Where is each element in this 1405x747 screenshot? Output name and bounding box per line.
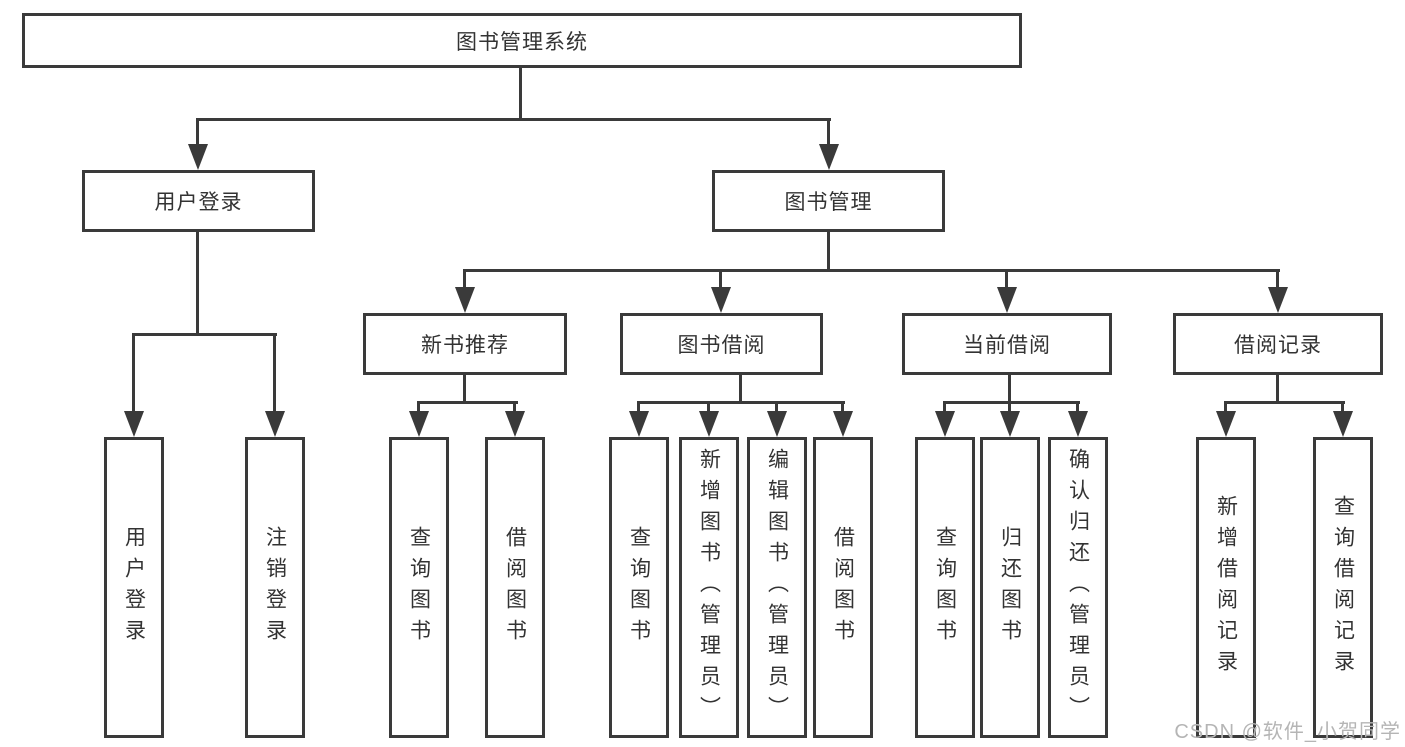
arrow-down-icon xyxy=(455,287,475,313)
connector-line xyxy=(1276,375,1279,404)
connector-line xyxy=(943,401,946,415)
leaf-borrow-books-bb: 借阅图书 xyxy=(813,437,873,738)
leaf-logout: 注销登录 xyxy=(245,437,305,738)
leaf-label: 用户登录 xyxy=(122,525,146,650)
connector-line xyxy=(1008,375,1011,404)
arrow-down-icon xyxy=(997,287,1017,313)
connector-line xyxy=(1276,269,1279,291)
leaf-label: 查询图书 xyxy=(627,525,651,650)
node-new-book-recommend: 新书推荐 xyxy=(363,313,567,375)
connector-line xyxy=(775,401,778,415)
connector-line xyxy=(196,232,199,336)
connector-line xyxy=(739,375,742,404)
connector-line xyxy=(417,401,518,404)
connector-line xyxy=(1224,401,1345,404)
node-user-login: 用户登录 xyxy=(82,170,315,232)
leaf-return-books: 归还图书 xyxy=(980,437,1040,738)
leaf-query-books-cb: 查询图书 xyxy=(915,437,975,738)
leaf-edit-books-admin: 编辑图书（管理员） xyxy=(747,437,807,738)
leaf-label: 查询图书 xyxy=(933,525,957,650)
leaf-label: 新增借阅记录 xyxy=(1214,494,1238,681)
leaf-query-books-bb: 查询图书 xyxy=(609,437,669,738)
arrow-down-icon xyxy=(767,411,787,437)
connector-line xyxy=(827,232,830,272)
node-label: 新书推荐 xyxy=(421,334,509,357)
leaf-query-borrow-record: 查询借阅记录 xyxy=(1313,437,1373,738)
arrow-down-icon xyxy=(1333,411,1353,437)
connector-line xyxy=(273,333,276,415)
connector-line xyxy=(841,401,844,415)
arrow-down-icon xyxy=(409,411,429,437)
arrow-down-icon xyxy=(1216,411,1236,437)
watermark: CSDN @软件_小贺同学 xyxy=(1174,721,1401,743)
arrow-down-icon xyxy=(711,287,731,313)
connector-line xyxy=(719,269,722,291)
connector-line xyxy=(513,401,516,415)
connector-line xyxy=(1005,269,1008,291)
node-label: 当前借阅 xyxy=(963,334,1051,357)
leaf-label: 查询借阅记录 xyxy=(1331,494,1355,681)
node-label: 借阅记录 xyxy=(1234,334,1322,357)
leaf-label: 借阅图书 xyxy=(831,525,855,650)
leaf-label: 注销登录 xyxy=(263,525,287,650)
leaf-label: 新增图书（管理员） xyxy=(697,448,721,727)
node-label: 图书借阅 xyxy=(677,334,766,357)
arrow-down-icon xyxy=(935,411,955,437)
leaf-add-books-admin: 新增图书（管理员） xyxy=(679,437,739,738)
leaf-label: 查询图书 xyxy=(407,525,431,650)
node-label: 图书管理系统 xyxy=(456,30,588,54)
leaf-user-login: 用户登录 xyxy=(104,437,164,738)
leaf-add-borrow-record: 新增借阅记录 xyxy=(1196,437,1256,738)
connector-line xyxy=(463,269,1280,272)
node-borrow-records: 借阅记录 xyxy=(1173,313,1383,375)
connector-line xyxy=(1076,401,1079,415)
connector-line xyxy=(1341,401,1344,415)
connector-line xyxy=(132,333,135,415)
node-current-borrow: 当前借阅 xyxy=(902,313,1112,375)
arrow-down-icon xyxy=(1000,411,1020,437)
connector-line xyxy=(943,401,1080,404)
arrow-down-icon xyxy=(1068,411,1088,437)
connector-line xyxy=(196,118,831,121)
node-book-management: 图书管理 xyxy=(712,170,945,232)
node-label: 图书管理 xyxy=(784,191,873,214)
connector-line xyxy=(637,401,845,404)
leaf-confirm-return-admin: 确认归还（管理员） xyxy=(1048,437,1108,738)
leaf-borrow-books-nb: 借阅图书 xyxy=(485,437,545,738)
arrow-down-icon xyxy=(833,411,853,437)
arrow-down-icon xyxy=(819,144,839,170)
leaf-label: 归还图书 xyxy=(998,525,1022,650)
connector-line xyxy=(519,68,522,118)
connector-line xyxy=(463,375,466,404)
connector-line xyxy=(637,401,640,415)
node-book-borrow: 图书借阅 xyxy=(620,313,823,375)
leaf-label: 编辑图书（管理员） xyxy=(765,448,789,727)
connector-line xyxy=(707,401,710,415)
arrow-down-icon xyxy=(629,411,649,437)
arrow-down-icon xyxy=(124,411,144,437)
arrow-down-icon xyxy=(188,144,208,170)
leaf-label: 确认归还（管理员） xyxy=(1066,448,1090,727)
arrow-down-icon xyxy=(1268,287,1288,313)
node-label: 用户登录 xyxy=(154,191,243,214)
connector-line xyxy=(417,401,420,415)
connector-line xyxy=(463,269,466,291)
node-root-library-system: 图书管理系统 xyxy=(22,13,1022,68)
connector-line xyxy=(1224,401,1227,415)
arrow-down-icon xyxy=(505,411,525,437)
connector-line xyxy=(827,118,830,148)
arrow-down-icon xyxy=(699,411,719,437)
leaf-label: 借阅图书 xyxy=(503,525,527,650)
connector-line xyxy=(1008,401,1011,415)
arrow-down-icon xyxy=(265,411,285,437)
connector-line xyxy=(196,118,199,148)
connector-line xyxy=(132,333,277,336)
leaf-query-books-nb: 查询图书 xyxy=(389,437,449,738)
